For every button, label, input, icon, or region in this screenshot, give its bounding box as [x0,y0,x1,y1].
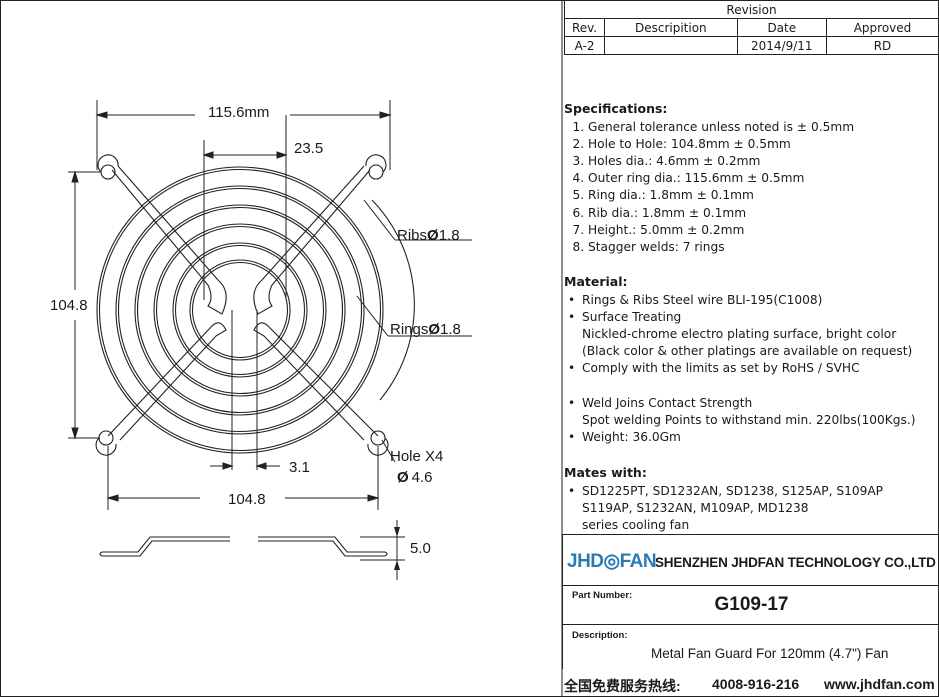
rev-value: A-2 [563,36,606,55]
spec-item: Holes dia.: 4.6mm ± 0.2mm [588,153,936,170]
dim-gap-label: 3.1 [289,459,310,476]
spec-item: Ring dia.: 1.8mm ± 0.1mm [588,187,936,204]
dim-bottom-label: 104.8 [228,491,266,508]
material-item: Weld Joins Contact Strength [568,395,936,412]
description-text: Metal Fan Guard For 120mm (4.7") Fan [651,646,889,661]
material-item: Rings & Ribs Steel wire BLI-195(C1008) [568,292,936,309]
description-label: Description: [572,630,628,641]
material-spacer [582,378,936,395]
part-number-block: Part Number: G109-17 [562,584,939,625]
company-block: JHD◎FAN SHENZHEN JHDFAN TECHNOLOGY CO.,L… [562,534,939,586]
material-section: Material: Rings & Ribs Steel wire BLI-19… [564,273,936,446]
website-link[interactable]: www.jhdfan.com [824,676,935,692]
company-name: SHENZHEN JHDFAN TECHNOLOGY CO.,LTD [655,555,936,570]
material-item: Comply with the limits as set by RoHS / … [568,360,936,377]
hole-label: Hole X4 [390,448,443,465]
mates-item: S119AP, S1232AN, M109AP, MD1238 [582,501,809,516]
revision-table: Revision Rev. Descripition Date Approved… [563,0,939,55]
description-header: Descripition [604,18,738,37]
hotline-label: 全国免费服务热线: [564,678,681,694]
footer-bar: 全国免费服务热线: 4008-916-216 www.jhdfan.com [562,674,939,697]
thickness-label: 5.0 [410,540,431,557]
specifications-heading: Specifications: [564,101,668,116]
dim-outer-label: 115.6mm [208,104,269,121]
guard-ribs [107,165,379,441]
fan-guard-drawing [95,115,415,470]
description-value [604,36,738,55]
dimension-lines [68,100,472,510]
specifications-section: Specifications: General tolerance unless… [564,100,936,256]
hotline-phone: 4008-916-216 [712,676,800,692]
material-item: Nickled-chrome electro plating surface, … [582,327,897,342]
material-item: Surface Treating [568,309,936,326]
date-header: Date [736,18,827,37]
material-item: (Black color & other platings are availa… [582,344,913,359]
revision-title: Revision [564,0,939,19]
part-number: G109-17 [714,594,789,615]
part-number-label: Part Number: [572,590,633,601]
side-profile [99,520,405,580]
dim-height-label: 104.8 [50,297,88,314]
mates-heading: Mates with: [564,465,647,480]
description-block: Description: Metal Fan Guard For 120mm (… [562,624,939,669]
spec-item: Rib dia.: 1.8mm ± 0.1mm [588,205,936,222]
spec-item: Height.: 5.0mm ± 0.2mm [588,222,936,239]
spec-item: General tolerance unless noted is ± 0.5m… [588,119,936,136]
rev-header: Rev. [563,18,606,37]
mounting-holes [95,154,389,456]
ribs-label: RibsØ1.8 [397,227,460,244]
outer-ring-arc [371,199,415,401]
approved-header: Approved [825,18,939,37]
spec-item: Outer ring dia.: 115.6mm ± 0.5mm [588,170,936,187]
specifications-list: General tolerance unless noted is ± 0.5m… [564,119,936,256]
dim-inner-ring-label: 23.5 [294,140,323,157]
material-item: Weight: 36.0Gm [568,429,936,446]
mates-item: series cooling fan [582,518,690,533]
guard-rings [96,166,384,454]
material-item: Spot welding Points to withstand min. 22… [582,412,916,427]
date-value: 2014/9/11 [736,36,827,55]
approved-value: RD [825,36,939,55]
spec-item: Stagger welds: 7 rings [588,239,936,256]
mates-list: SD1225PT, SD1232AN, SD1238, S125AP, S109… [564,483,936,534]
rings-label: RingsØ1.8 [390,321,461,338]
spec-item: Hole to Hole: 104.8mm ± 0.5mm [588,136,936,153]
material-list: Rings & Ribs Steel wire BLI-195(C1008) S… [564,292,936,446]
mates-item: SD1225PT, SD1232AN, SD1238, S125AP, S109… [568,483,936,500]
company-logo: JHD◎FAN [567,551,657,572]
mates-section: Mates with: SD1225PT, SD1232AN, SD1238, … [564,464,936,534]
material-heading: Material: [564,274,628,289]
